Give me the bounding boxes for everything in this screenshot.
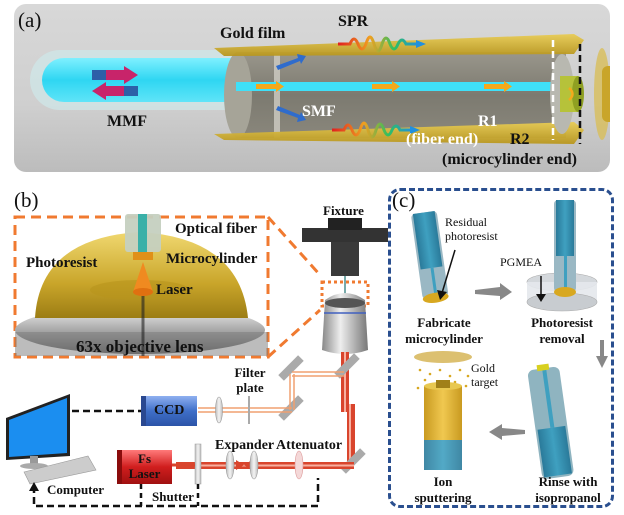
gold-target: [414, 351, 472, 363]
fiber-step4: [424, 380, 462, 470]
spr-label: SPR: [338, 13, 369, 30]
fiber-step1: [411, 210, 449, 303]
residual-photoresist-label: Residual photoresist: [445, 215, 498, 244]
gold-line1: Gold: [471, 361, 495, 375]
objective-lens: [322, 293, 368, 354]
fixture-label: Fixture: [323, 203, 364, 218]
r1-label: R1: [478, 113, 498, 130]
fiber-end-label: (fiber end): [406, 131, 479, 148]
microcylinder-label: Microcylinder: [166, 251, 258, 267]
smf-tube: [236, 52, 566, 138]
panel-a: (a) Gold film SPR SMF MMF R1 (fiber end)…: [14, 4, 610, 172]
residual-line1: Residual: [445, 215, 487, 229]
ccd-box: [141, 396, 197, 426]
arrow-up-icon: [29, 482, 39, 491]
step-label-line1: Photoresist: [531, 315, 593, 330]
smf-label: SMF: [302, 103, 336, 120]
spr-wave-top: [338, 35, 418, 53]
step-fabricate-label: Fabricate microcylinder: [394, 315, 494, 346]
step-label-line2: isopropanol: [535, 489, 601, 505]
gold-line2: target: [471, 374, 499, 389]
fixture-block: [331, 242, 359, 276]
step-label-line1: Rinse with: [538, 474, 598, 489]
gold-film-bottom: [214, 122, 584, 144]
expander-label: Expander: [215, 438, 275, 453]
gold-particles: [416, 368, 470, 390]
optical-fiber-label: Optical fiber: [175, 221, 258, 237]
gold-film-label: Gold film: [220, 25, 286, 42]
fiber-step2: [554, 200, 576, 297]
filter-plate-label: Filter plate: [228, 365, 272, 396]
bidirectional-arrows-icon: [92, 66, 138, 100]
filter-plate: [248, 396, 250, 424]
ccd-label: CCD: [154, 403, 185, 418]
photoresist-label: Photoresist: [26, 255, 98, 271]
r2-label: R2: [510, 131, 530, 148]
microcylinder-inset: [133, 252, 153, 260]
step-label-line1: Fabricate: [417, 315, 471, 330]
fs-label-line2: Laser: [128, 465, 161, 481]
fs-laser-label: Fs Laser: [117, 451, 172, 482]
laser-label: Laser: [156, 282, 193, 298]
fixture-plate: [302, 228, 388, 242]
process-arrow-right: [475, 283, 512, 300]
computer-label: Computer: [47, 482, 105, 497]
shutter-label: Shutter: [152, 489, 194, 504]
step-photoresist-removal-label: Photoresist removal: [518, 315, 606, 346]
expander-lens-2: [249, 450, 259, 480]
step-label-line2: removal: [539, 330, 585, 346]
step-ion-sputtering-label: Ion sputtering: [400, 474, 486, 505]
panel-c-tag: (c): [392, 188, 416, 212]
fiber-illustration: [30, 34, 610, 144]
expander-lens-1: [225, 450, 235, 480]
fs-laser-box: [117, 450, 172, 484]
fs-label-line1: Fs: [138, 451, 151, 466]
process-arrow-left: [489, 424, 525, 440]
mmf-label: MMF: [107, 113, 147, 130]
spr-wave-bottom: [332, 121, 412, 139]
microcylinder-end-label: (microcylinder end): [442, 151, 577, 168]
panel-c: [388, 188, 614, 508]
panel-a-tag: (a): [18, 8, 42, 32]
step-rinse-label: Rinse with isopropanol: [526, 474, 610, 505]
inset-box: [13, 215, 270, 359]
step-label-line2: sputtering: [414, 489, 472, 505]
residual-line2: photoresist: [445, 228, 498, 243]
ccd-lens: [215, 396, 223, 424]
attenuator: [294, 450, 304, 480]
step-label-line2: microcylinder: [405, 330, 483, 346]
step-label-line1: Ion: [433, 474, 453, 489]
filter-label-line2: plate: [236, 379, 264, 395]
objective-label: 63x objective lens: [76, 337, 204, 356]
process-arrow-down: [596, 340, 608, 368]
laser-cone: [133, 262, 153, 292]
gold-target-label: Gold target: [471, 361, 499, 390]
panel-b-tag: (b): [14, 188, 39, 212]
filter-label-line1: Filter: [234, 365, 266, 380]
computer-icon: [6, 394, 97, 485]
attenuator-label: Attenuator: [276, 438, 343, 453]
fiber-step3: [527, 363, 574, 479]
pgmea-label: PGMEA: [500, 255, 543, 269]
